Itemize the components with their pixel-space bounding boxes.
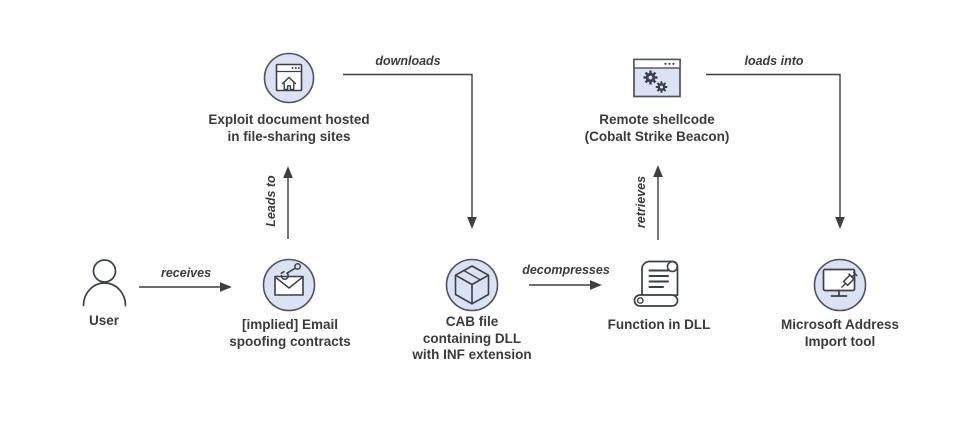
phishing-email-icon <box>262 258 316 312</box>
cab-package-icon <box>445 258 499 312</box>
label-user-line: User <box>88 313 120 328</box>
gears-window-icon <box>633 58 681 98</box>
syringe-glyph <box>841 271 858 288</box>
browser-home-icon <box>263 52 315 104</box>
edge-label-receives: receives <box>160 266 212 280</box>
edge-label-downloads: downloads <box>375 54 441 68</box>
label-email-line-1: [implied] Email <box>241 317 339 332</box>
label-email-spoofing: [implied] Email spoofing contracts <box>229 317 351 350</box>
label-user: User <box>89 313 119 330</box>
gear-small <box>655 81 668 93</box>
label-cab-line-3: with INF extension <box>412 347 532 362</box>
edge-label-retrieves: retrieves <box>634 175 648 229</box>
edge-arrows <box>139 73 845 292</box>
label-remote-shellcode: Remote shellcode (Cobalt Strike Beacon) <box>585 112 730 145</box>
label-cab-line-1: CAB file <box>445 314 499 329</box>
arrow-downloads <box>343 73 477 229</box>
label-exploit-line-1: Exploit document hosted <box>208 112 370 127</box>
gear-large <box>643 70 658 85</box>
label-email-line-2: spoofing contracts <box>229 333 351 349</box>
label-dll-line: Function in DLL <box>607 317 711 332</box>
label-shellcode-line-2: (Cobalt Strike Beacon) <box>584 128 730 144</box>
label-exploit-line-2: in file-sharing sites <box>227 128 351 144</box>
arrow-loads-into <box>706 73 845 229</box>
person-icon <box>82 259 127 307</box>
label-function-in-dll: Function in DLL <box>608 317 711 334</box>
label-exploit-document: Exploit document hosted in file-sharing … <box>208 112 369 145</box>
monitor-syringe-icon <box>813 258 867 312</box>
label-import-line-1: Microsoft Address <box>780 317 900 332</box>
edge-label-loads-into: loads into <box>744 54 804 68</box>
label-import-line-2: Import tool <box>804 333 876 349</box>
label-shellcode-line-1: Remote shellcode <box>599 112 715 127</box>
edge-label-leads-to: Leads to <box>264 175 278 227</box>
label-cab-file: CAB file containing DLL with INF extensi… <box>412 314 531 364</box>
label-cab-line-2: containing DLL <box>422 330 522 346</box>
edge-label-decompresses: decompresses <box>522 263 610 277</box>
label-address-import-tool: Microsoft Address Import tool <box>781 317 899 350</box>
scroll-script-icon <box>633 260 679 307</box>
